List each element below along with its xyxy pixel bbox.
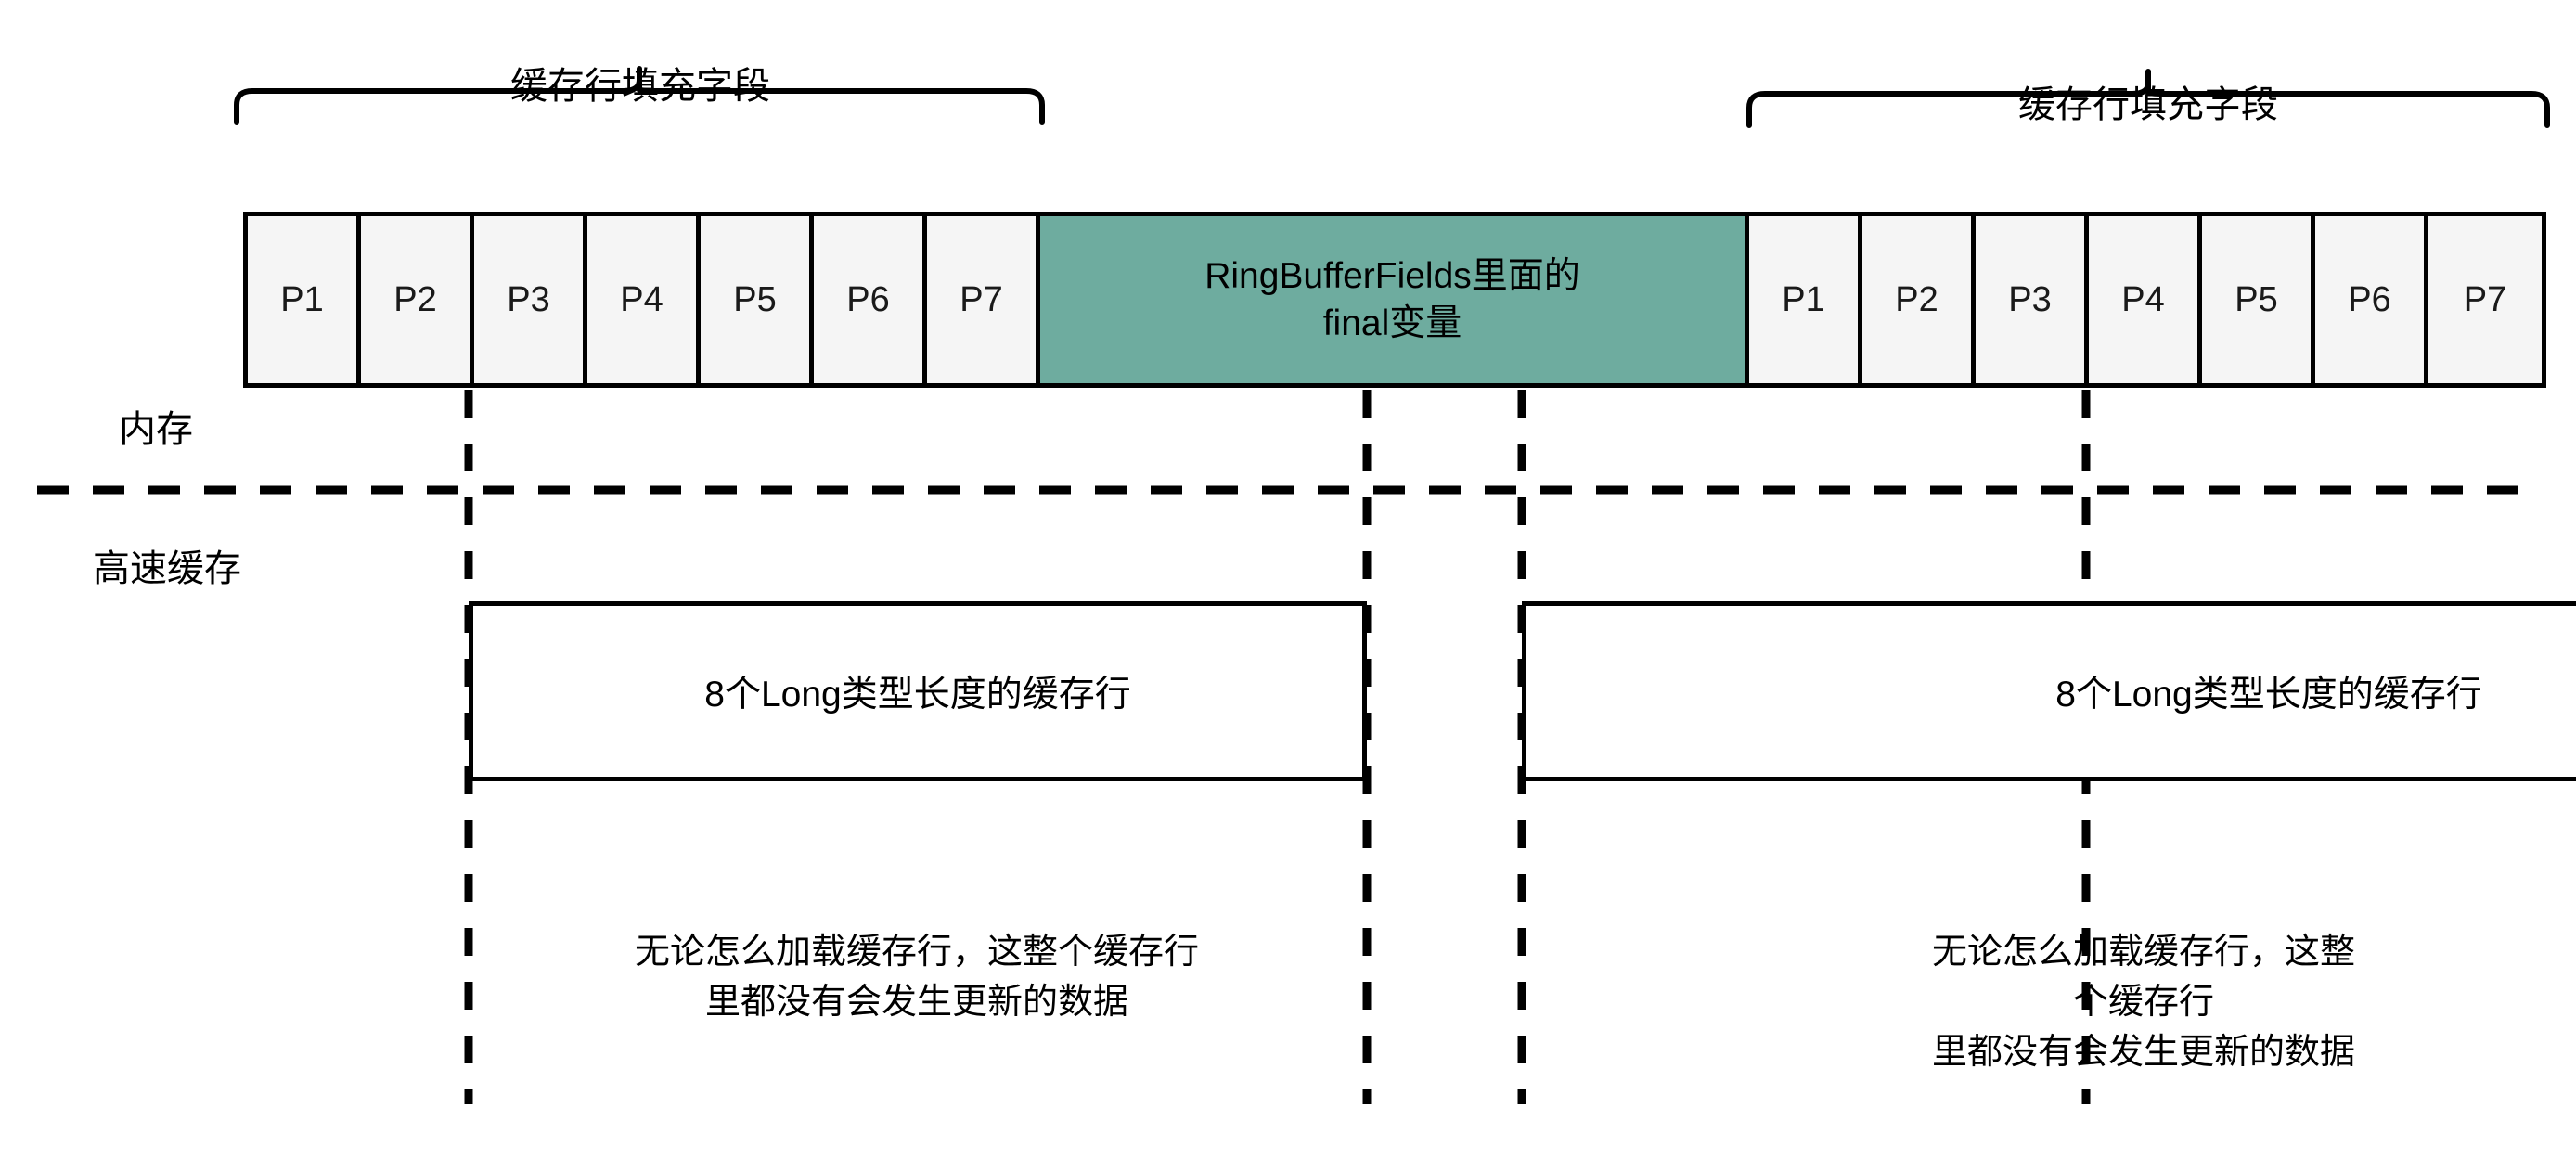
padding-cell-right-3: P3 [1976, 216, 2089, 383]
padding-cell-left-6: P6 [814, 216, 927, 383]
cache-line-box-left: 8个Long类型长度的缓存行 [469, 601, 1367, 781]
padding-cell-left-2: P2 [361, 216, 474, 383]
padding-cell-right-4: P4 [2089, 216, 2202, 383]
ringbuffer-fields-line1: RingBufferFields里面的 [1204, 255, 1580, 296]
padding-cell-right-1: P1 [1749, 216, 1862, 383]
padding-cell-right-2: P2 [1862, 216, 1976, 383]
cache-line-label-right: 8个Long类型长度的缓存行 [2055, 675, 2482, 715]
padding-cell-right-5: P5 [2202, 216, 2315, 383]
ringbuffer-fields-block: RingBufferFields里面的 final变量 [1040, 216, 1749, 383]
padding-cell-right-6: P6 [2315, 216, 2428, 383]
region-label-cache: 高速缓存 [93, 548, 241, 589]
cache-line-box-right: 8个Long类型长度的缓存行 [1522, 601, 2576, 781]
brace-caption-left: 缓存行填充字段 [510, 66, 770, 107]
region-label-memory: 内存 [119, 409, 193, 450]
memory-bar: P1 P2 P3 P4 P5 P6 P7 RingBufferFields里面的… [243, 212, 2546, 388]
padding-cell-left-5: P5 [701, 216, 814, 383]
ringbuffer-fields-line2: final变量 [1322, 303, 1462, 343]
brace-caption-right: 缓存行填充字段 [2018, 84, 2278, 125]
padding-cell-left-3: P3 [474, 216, 587, 383]
note-right: 无论怎么加载缓存行，这整个缓存行 里都没有会发生更新的数据 [1931, 933, 2355, 1072]
note-left: 无论怎么加载缓存行，这整个缓存行 里都没有会发生更新的数据 [634, 933, 1200, 1022]
padding-cell-left-1: P1 [248, 216, 361, 383]
padding-cell-right-7: P7 [2428, 216, 2542, 383]
cache-line-label-left: 8个Long类型长度的缓存行 [704, 675, 1131, 715]
padding-cell-left-7: P7 [927, 216, 1040, 383]
padding-cell-left-4: P4 [587, 216, 701, 383]
